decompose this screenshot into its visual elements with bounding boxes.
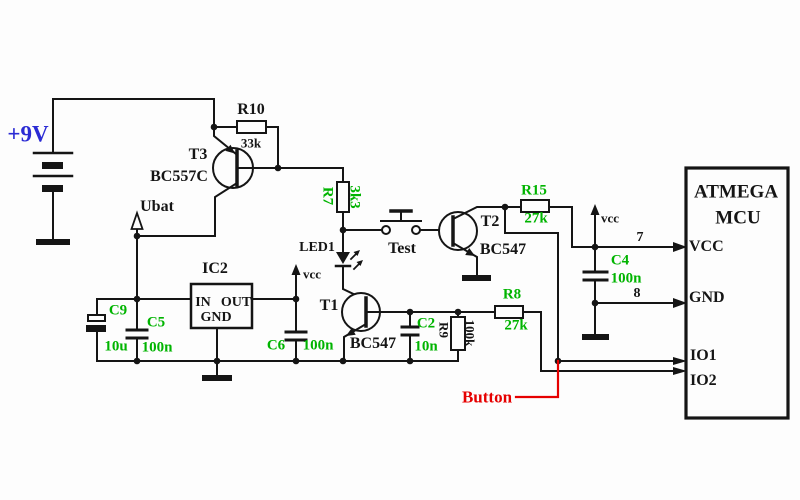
mcu-box <box>684 166 790 420</box>
wire-io1 <box>504 206 687 365</box>
capacitor-c4-symbol <box>582 246 609 340</box>
c6-value-label: 100n <box>302 337 334 354</box>
c2-value-label: 10n <box>414 338 438 355</box>
r8-value-label: 27k <box>504 317 528 334</box>
resistor-r10 <box>213 120 279 169</box>
test-pushbutton-symbol <box>342 209 452 235</box>
vcc-net-label-left: vcc <box>302 266 322 282</box>
t1-part-label: BC547 <box>349 335 397 352</box>
vcc-net-label-right: vcc <box>600 210 620 226</box>
led1-name-label: LED1 <box>299 240 335 255</box>
r10-name-label: R10 <box>237 101 265 118</box>
c9-value-label: 10u <box>104 338 128 355</box>
wire-vcc-pin7 <box>571 242 687 252</box>
wire-button-net <box>514 359 560 399</box>
ground-symbol <box>582 334 609 340</box>
c4-value-label: 100n <box>610 270 642 287</box>
ic2-pin-in-label: IN <box>195 295 211 310</box>
mcu-pin-io1-label: IO1 <box>690 347 717 364</box>
ic2-pin-out-label: OUT <box>220 295 252 310</box>
ground-symbol <box>462 275 491 281</box>
pin-arrow-io1 <box>673 357 687 365</box>
mcu-title-line2: MCU <box>715 207 761 229</box>
resistor-r8 <box>494 305 687 375</box>
c2-name-label: C2 <box>416 315 436 332</box>
r15-value-label: 27k <box>524 210 548 227</box>
c4-name-label: C4 <box>610 252 630 269</box>
transistor-t1-symbol <box>341 292 496 362</box>
ground-symbol <box>36 239 70 245</box>
t2-name-label: T2 <box>480 213 500 230</box>
pin-arrow-gnd <box>673 298 687 308</box>
resistor-r9 <box>450 311 466 362</box>
c9-name-label: C9 <box>108 302 128 319</box>
wire-gnd-pin8 <box>594 298 687 308</box>
test-button-label: Test <box>388 240 416 257</box>
t3-part-label: BC557C <box>150 168 208 185</box>
r10-value-label: 33k <box>240 135 262 151</box>
r15-name-label: R15 <box>521 182 547 199</box>
button-net-label: Button <box>461 387 513 407</box>
transistor-t2-symbol <box>438 206 506 281</box>
mcu-title-line1: ATMEGA <box>693 181 779 203</box>
vcc-arrow-right <box>590 204 600 248</box>
r7-value-label: 3k3 <box>346 185 363 209</box>
r9-name-label: R9 <box>436 322 452 338</box>
led1-symbol <box>334 229 366 301</box>
capacitor-c9-symbol <box>86 298 106 362</box>
pin-arrow-io2 <box>673 367 687 375</box>
r7-name-label: R7 <box>319 186 336 206</box>
ubat-net-arrow <box>130 210 144 300</box>
mcu-pin-gnd-label: GND <box>689 289 725 306</box>
mcu-pin-vcc-label: VCC <box>689 238 724 255</box>
mcu-pin-io2-label: IO2 <box>690 372 717 389</box>
capacitor-c5-symbol <box>125 298 149 362</box>
ic2-pin-gnd-label: GND <box>200 310 232 325</box>
ic2-regulator-symbol <box>189 282 297 381</box>
resistor-r7 <box>277 167 350 231</box>
r8-name-label: R8 <box>502 286 522 303</box>
ubat-net-label: Ubat <box>140 198 174 215</box>
t1-name-label: T1 <box>319 297 339 314</box>
t2-part-label: BC547 <box>479 241 527 258</box>
pin-arrow-vcc <box>673 242 687 252</box>
t3-name-label: T3 <box>188 146 208 163</box>
battery-voltage-label: +9V <box>7 121 49 147</box>
c6-name-label: C6 <box>266 337 286 354</box>
r9-value-label: 100k <box>462 319 478 347</box>
mcu-pin8-number: 8 <box>633 286 641 301</box>
mcu-pin7-number: 7 <box>636 230 644 245</box>
transistor-t3-symbol <box>136 126 279 237</box>
c5-value-label: 100n <box>141 339 173 356</box>
vcc-arrow-left <box>291 264 301 300</box>
c5-name-label: C5 <box>146 314 166 331</box>
ic2-name-label: IC2 <box>202 260 228 277</box>
junction-dots <box>133 123 599 365</box>
battery-9v-symbol <box>32 98 215 245</box>
ground-symbol <box>202 375 232 381</box>
